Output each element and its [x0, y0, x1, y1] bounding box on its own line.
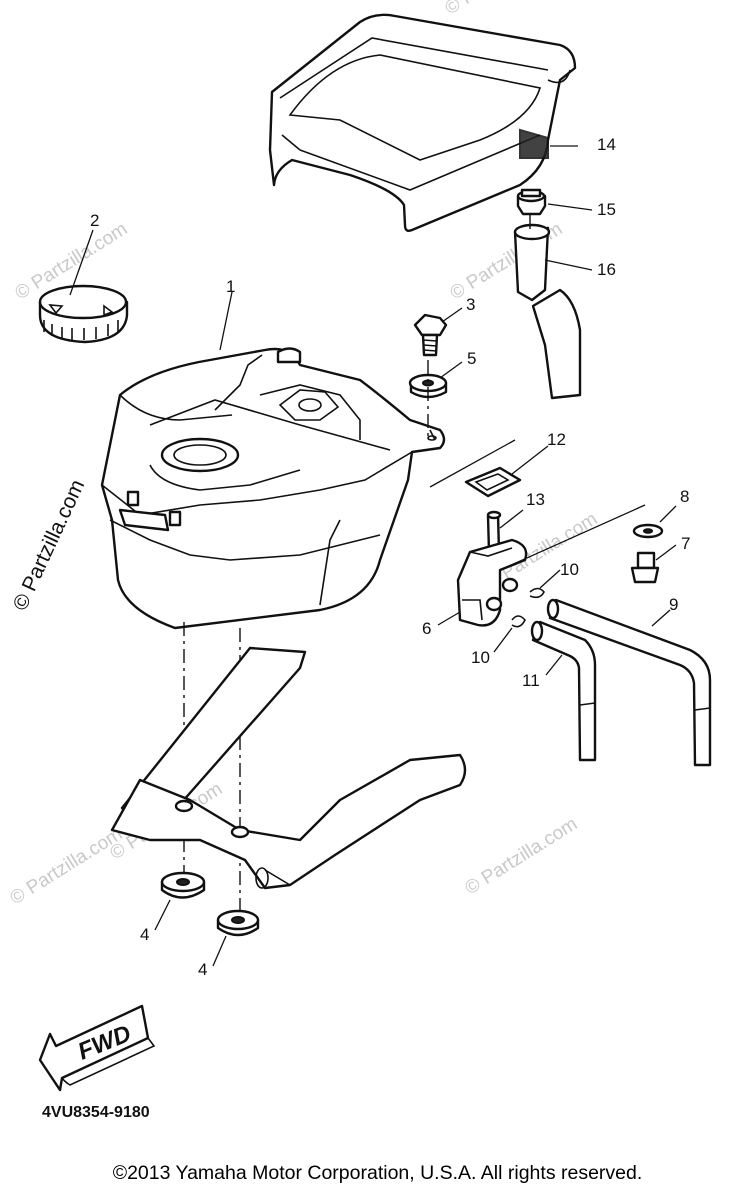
part-4-grommet-b — [216, 909, 260, 937]
part-8-washer — [632, 523, 664, 539]
callout-3: 3 — [466, 295, 475, 314]
part-2-fuel-cap — [38, 284, 129, 344]
watermark: © Partzilla.com — [462, 814, 582, 900]
callout-8: 8 — [680, 487, 689, 506]
callout-2: 2 — [90, 211, 99, 230]
part-7-screw — [630, 551, 660, 584]
watermark: © Partzilla.com — [7, 824, 127, 910]
callout-5: 5 — [467, 349, 476, 368]
callout-11: 11 — [522, 671, 540, 690]
fwd-arrow: FWD — [38, 1004, 156, 1092]
part-1-fuel-tank — [100, 347, 446, 630]
part-11-vent-hose — [530, 620, 597, 762]
callout-10: 10 — [471, 648, 490, 667]
callout-10: 10 — [560, 560, 579, 579]
callout-13: 13 — [526, 490, 545, 509]
callout-15: 15 — [597, 200, 616, 219]
part-10-clips — [511, 587, 545, 628]
callout-4: 4 — [198, 960, 207, 979]
part-9-fuel-hose — [546, 598, 712, 767]
leader-lines — [69, 145, 677, 967]
parts-diagram: © Partzilla.com © Partzilla.com © Partzi… — [7, 0, 712, 1121]
part-6-fuel-cock — [456, 510, 528, 627]
callout-12: 12 — [547, 430, 566, 449]
callout-16: 16 — [597, 260, 616, 279]
callout-9: 9 — [669, 595, 678, 614]
part-14-storage-box — [268, 13, 577, 233]
copyright-notice: ©2013 Yamaha Motor Corporation, U.S.A. A… — [112, 1162, 643, 1184]
callout-7: 7 — [681, 534, 690, 553]
part-15-fitting — [516, 188, 547, 216]
part-12-gasket — [429, 439, 522, 498]
part-4-grommet-a — [160, 871, 206, 899]
callout-4: 4 — [140, 925, 149, 944]
callout-6: 6 — [422, 619, 431, 638]
callout-numbers: 1 2 3 4 4 5 6 7 8 9 10 10 11 12 13 14 15… — [90, 135, 690, 979]
frame-brackets — [110, 646, 467, 890]
watermark: © Partzilla.com — [442, 0, 562, 19]
drawing-code: 4VU8354-9180 — [42, 1104, 150, 1121]
callout-14: 14 — [597, 135, 616, 154]
part-16-drain-hose — [513, 223, 582, 400]
callout-1: 1 — [226, 277, 235, 296]
watermark-side: © Partzilla.com — [9, 476, 90, 614]
part-3-bolt — [413, 313, 448, 357]
